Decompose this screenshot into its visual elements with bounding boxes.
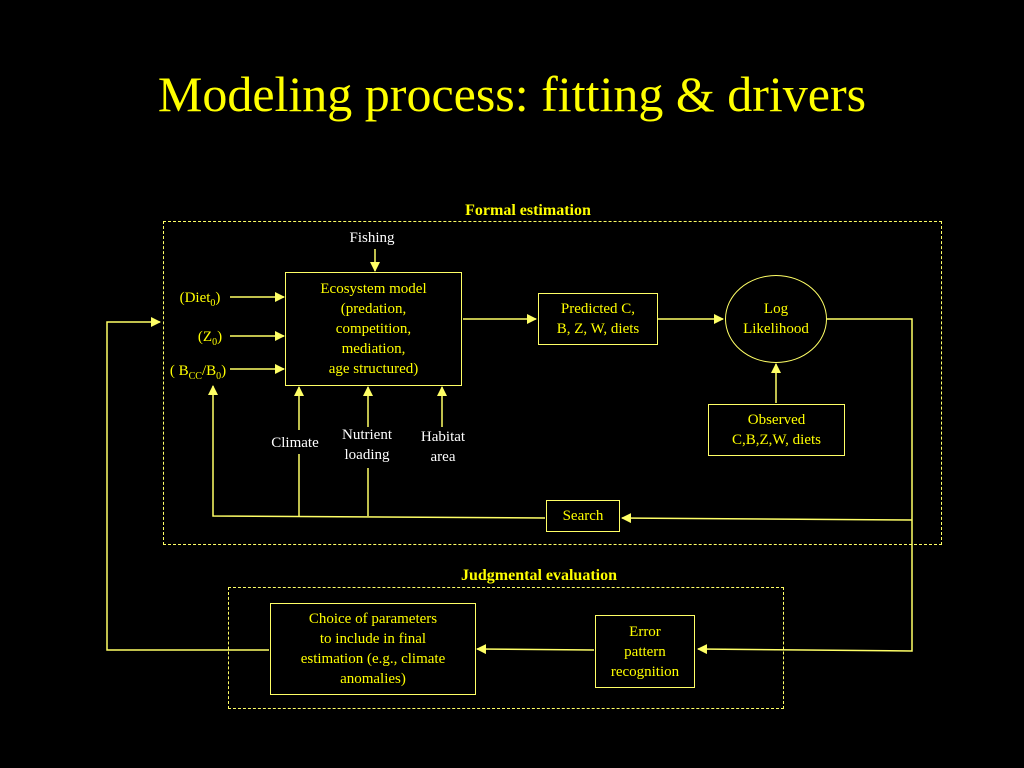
predicted-box: Predicted C, B, Z, W, diets <box>538 293 658 345</box>
error-to-choice-arrow <box>476 644 595 655</box>
loglik-to-search-arrow <box>621 513 913 524</box>
log-likelihood-ellipse: Log Likelihood <box>725 275 827 363</box>
search-box: Search <box>546 500 620 532</box>
observed-box: Observed C,B,Z,W, diets <box>708 404 845 456</box>
slide-title: Modeling process: fitting & drivers <box>157 66 867 122</box>
habitat-area-label: Habitat area <box>420 429 466 465</box>
formal-estimation-label: Formal estimation <box>465 202 591 219</box>
nutrient-loading-label: Nutrient loading <box>342 427 392 463</box>
search-to-params-path <box>208 385 546 519</box>
ecosystem-model-box: Ecosystem model (predation, competition,… <box>285 272 462 386</box>
diet0-input-label: (Diet0) <box>179 290 221 309</box>
bcc-b0-input-label: ( BCC/B0) <box>169 363 227 382</box>
z0-input-label: (Z0) <box>197 329 223 348</box>
judgmental-evaluation-region <box>228 587 784 709</box>
error-pattern-box: Error pattern recognition <box>595 615 695 688</box>
fishing-label: Fishing <box>349 230 395 246</box>
choice-to-inputs-path <box>106 317 269 651</box>
judgmental-evaluation-label: Judgmental evaluation <box>460 567 617 584</box>
choice-of-parameters-box: Choice of parameters to include in final… <box>270 603 476 695</box>
formal-estimation-region <box>163 221 942 545</box>
loglik-to-error-path <box>697 318 913 655</box>
climate-label: Climate <box>271 435 319 451</box>
